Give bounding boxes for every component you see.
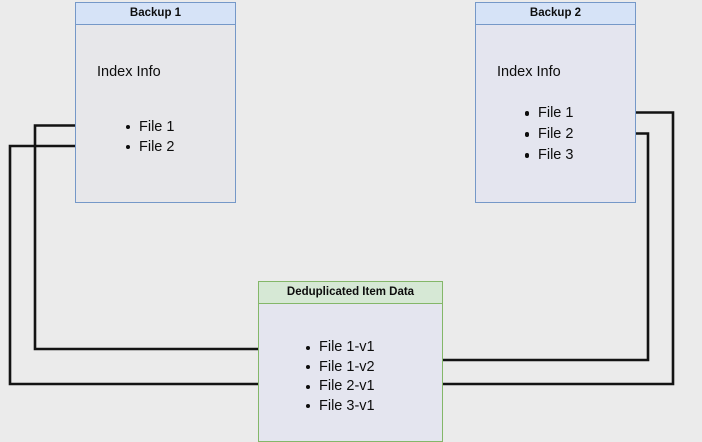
dedup-file-item: File 1-v2 xyxy=(306,358,375,378)
deduplicated-item-data-header: Deduplicated Item Data xyxy=(259,282,442,304)
backup2-file-item: File 3 xyxy=(525,145,573,166)
backup1-body: Index Info File 1 File 2 xyxy=(76,25,235,202)
deduplicated-item-data-box: Deduplicated Item Data File 1-v1 File 1-… xyxy=(258,281,443,442)
backup1-file-item: File 2 xyxy=(126,137,174,157)
backup2-header: Backup 2 xyxy=(476,3,635,25)
backup1-index-info-label: Index Info xyxy=(97,64,161,80)
backup2-file-list: File 1 File 2 File 3 xyxy=(525,103,573,166)
backup2-body: Index Info File 1 File 2 File 3 xyxy=(476,25,635,202)
backup1-file-list: File 1 File 2 xyxy=(126,117,174,157)
dedup-file-item: File 2-v1 xyxy=(306,377,375,397)
backup1-box: Backup 1 Index Info File 1 File 2 xyxy=(75,2,236,203)
backup1-header: Backup 1 xyxy=(76,3,235,25)
backup2-file-item: File 2 xyxy=(525,124,573,145)
dedup-file-list: File 1-v1 File 1-v2 File 2-v1 File 3-v1 xyxy=(306,338,375,416)
deduplicated-item-data-body: File 1-v1 File 1-v2 File 2-v1 File 3-v1 xyxy=(259,304,442,441)
backup1-file-item: File 1 xyxy=(126,117,174,137)
dedup-file-item: File 1-v1 xyxy=(306,338,375,358)
backup2-index-info-label: Index Info xyxy=(497,64,561,80)
dedup-file-item: File 3-v1 xyxy=(306,397,375,417)
backup2-box: Backup 2 Index Info File 1 File 2 File 3 xyxy=(475,2,636,203)
backup2-file-item: File 1 xyxy=(525,103,573,124)
connector-backup1-file2-to-file2v1 xyxy=(8,144,298,389)
